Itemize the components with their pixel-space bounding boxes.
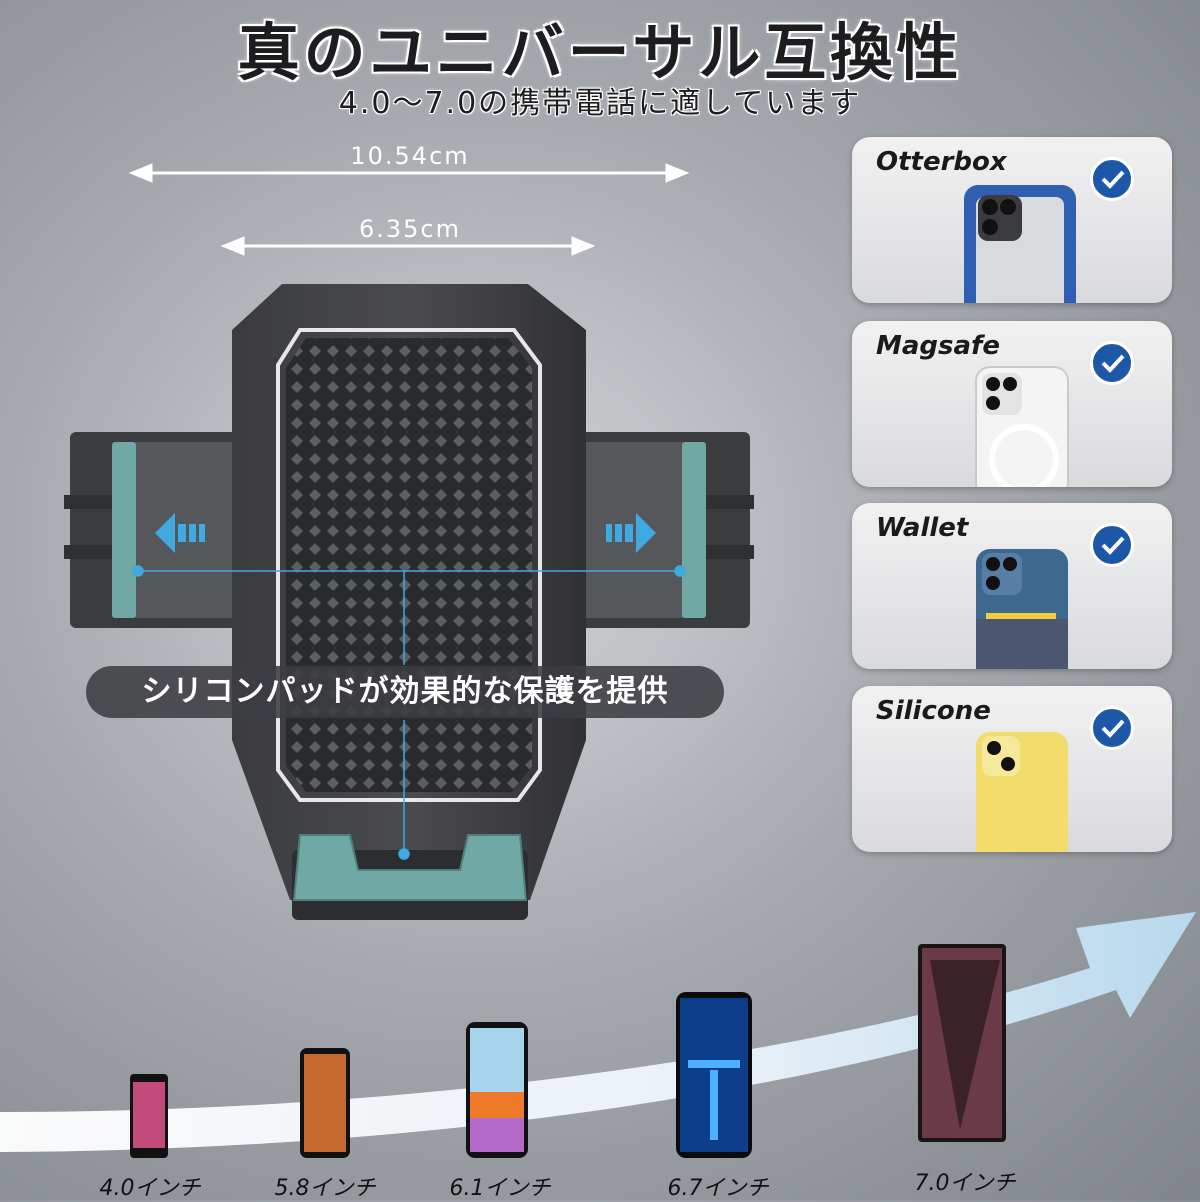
- case-label: Wallet: [876, 513, 969, 543]
- phone-size-label: 7.0インチ: [914, 1171, 1016, 1196]
- case-label: Magsafe: [876, 331, 1000, 361]
- phone-6-1: [466, 1022, 528, 1158]
- page-subtitle: 4.0～7.0の携帯電話に適しています: [338, 86, 862, 121]
- case-card-otterbox: Otterbox: [852, 137, 1172, 303]
- phone-7-0: [918, 944, 1006, 1142]
- phone-size-label: 4.0インチ: [99, 1176, 201, 1201]
- page-title: 真のユニバーサル互換性: [237, 16, 963, 89]
- check-icon: [1090, 523, 1134, 567]
- silicone-case-icon: [976, 732, 1068, 852]
- check-icon: [1090, 341, 1134, 385]
- phone-size-label: 5.8インチ: [274, 1176, 376, 1201]
- check-icon: [1090, 157, 1134, 201]
- phone-size-label: 6.1インチ: [449, 1176, 551, 1201]
- phone-6-7: [676, 992, 752, 1158]
- outer-width-label: 10.54cm: [350, 142, 470, 170]
- case-card-magsafe: Magsafe: [852, 321, 1172, 487]
- check-icon: [1090, 706, 1134, 750]
- case-label: Silicone: [876, 696, 991, 726]
- case-card-silicone: Silicone: [852, 686, 1172, 852]
- wallet-case-icon: [976, 549, 1068, 669]
- phone-5-8: [300, 1048, 350, 1158]
- phone-size-label: 6.7インチ: [667, 1176, 769, 1201]
- inner-width-label: 6.35cm: [358, 215, 461, 243]
- phone-4-0: [130, 1074, 168, 1158]
- magsafe-case-icon: [975, 366, 1069, 487]
- silicone-pad-label: シリコンパッドが効果的な保護を提供: [86, 666, 724, 718]
- case-label: Otterbox: [876, 147, 1007, 177]
- case-card-wallet: Wallet: [852, 503, 1172, 669]
- otterbox-case-icon: [964, 185, 1076, 303]
